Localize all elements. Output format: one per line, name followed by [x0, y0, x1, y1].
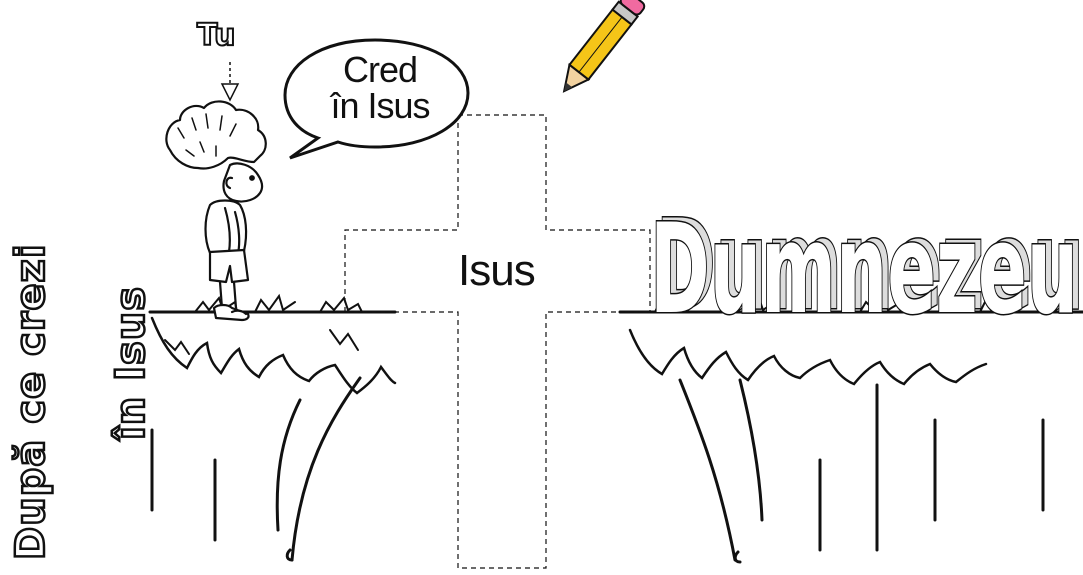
god-title-shadow: Dumnezeu	[656, 194, 1083, 338]
down-arrow-icon	[220, 62, 240, 102]
speech-line-1: Cred	[342, 49, 418, 90]
side-title-line-1: După ce crezi	[7, 242, 56, 561]
cross-cutout	[344, 114, 651, 569]
god-title: Dumnezeu	[650, 198, 1078, 342]
side-title-line-2: în Isus	[107, 285, 156, 442]
boy-figure	[165, 100, 267, 322]
you-label: Tu	[196, 17, 237, 54]
cross-label: Isus	[458, 246, 536, 295]
right-cliff	[618, 293, 1083, 564]
left-cliff	[148, 293, 397, 562]
pencil-icon	[562, 0, 646, 93]
god-title-group: Dumnezeu Dumnezeu	[649, 193, 1083, 344]
speech-text: Cred în Isus	[320, 52, 440, 124]
speech-line-2: în Isus	[330, 85, 430, 126]
speech-bubble	[283, 38, 470, 160]
